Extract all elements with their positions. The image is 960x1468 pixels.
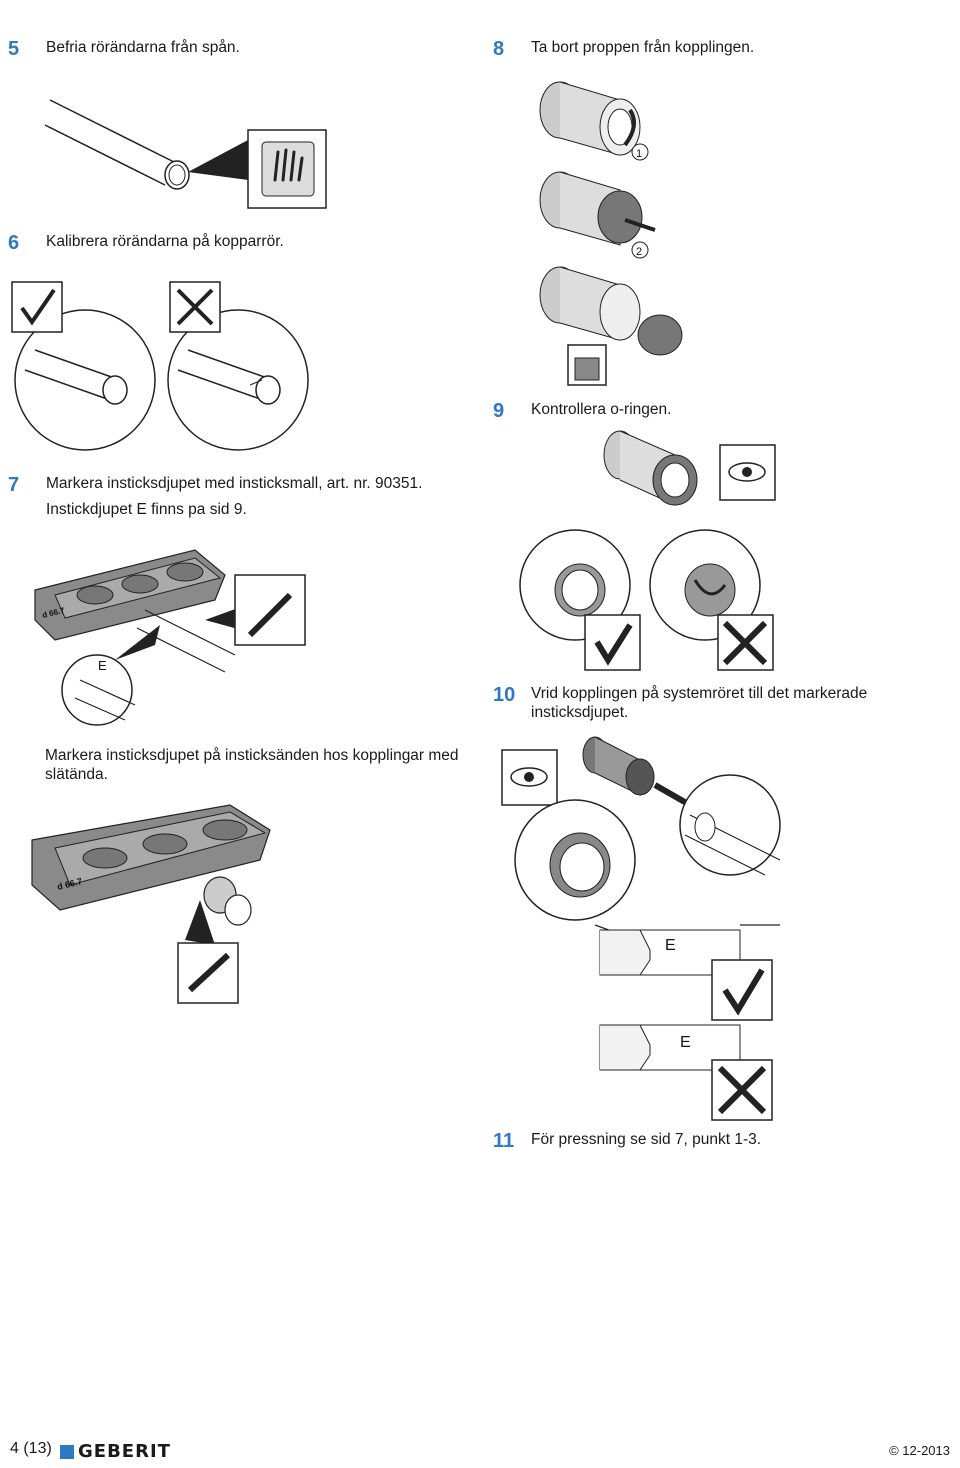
mark-e-label: E (98, 658, 107, 673)
logo-text: GEBERIT (78, 1441, 171, 1462)
mark-e-label: E (680, 1034, 691, 1051)
geberit-logo: GEBERIT (60, 1441, 171, 1462)
step-text: Ta bort proppen från kopplingen. (531, 39, 755, 56)
step-5: 5 Befria rörändarna från spån. (8, 38, 240, 60)
step-text-line-1: Markera insticksdjupet med insticksmall,… (46, 475, 423, 492)
copyright: © 12-2013 (889, 1443, 950, 1458)
step-number: 6 (8, 232, 20, 254)
step-text-line-2: Instickdjupet E finns pa sid 9. (46, 501, 247, 518)
insertion-gauge-illustration: d 66.7 E (34, 549, 306, 726)
step-8: 8 Ta bort proppen från kopplingen. (493, 38, 754, 60)
page-number: 4 (13) (10, 1440, 52, 1457)
step-7: 7 Markera insticksdjupet med insticksmal… (8, 474, 422, 519)
step-6: 6 Kalibrera rörändarna på kopparrör. (8, 232, 284, 254)
step-text: Befria rörändarna från spån. (46, 39, 240, 56)
callout-1: 1 (636, 148, 642, 160)
step-7-note: Markera insticksdjupet på insticksänden … (45, 746, 459, 784)
twist-coupling-illustration: E E (501, 736, 781, 1121)
pipe-cleaning-illustration (44, 99, 327, 209)
step-number: 8 (493, 38, 505, 60)
step-11: 11 För pressning se sid 7, punkt 1-3. (493, 1130, 761, 1152)
step-number: 10 (493, 684, 516, 706)
step-number: 7 (8, 474, 20, 496)
step-number: 11 (493, 1130, 515, 1152)
coupling-gauge-illustration: d 66.7 (31, 804, 271, 1004)
step-text: För pressning se sid 7, punkt 1-3. (531, 1131, 762, 1148)
step-text: Kontrollera o-ringen. (531, 401, 672, 418)
step-number: 5 (8, 38, 20, 60)
oring-check-illustration (519, 430, 776, 671)
mark-e-label: E (665, 937, 676, 954)
remove-plug-illustration: 1 2 (539, 81, 683, 386)
step-9: 9 Kontrollera o-ringen. (493, 400, 671, 422)
step-text-line-2: insticksdjupet. (531, 704, 629, 721)
note-line-1: Markera insticksdjupet på insticksänden … (45, 747, 459, 764)
step-10: 10 Vrid kopplingen på systemröret till d… (493, 684, 867, 722)
calibration-illustration (11, 281, 309, 451)
logo-square-icon (60, 1444, 74, 1459)
step-number: 9 (493, 400, 505, 422)
note-line-2: slätända. (45, 766, 108, 783)
callout-2: 2 (636, 246, 642, 258)
step-text-line-1: Vrid kopplingen på systemröret till det … (531, 685, 868, 702)
step-text: Kalibrera rörändarna på kopparrör. (46, 233, 284, 250)
